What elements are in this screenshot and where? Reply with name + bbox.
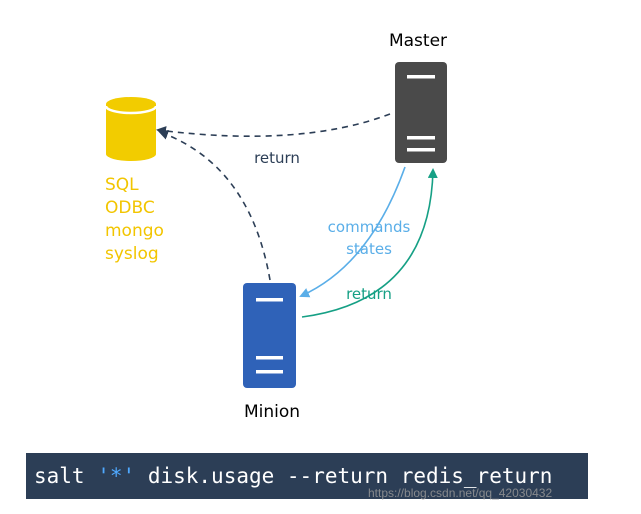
edge-minion-to-master [301,168,438,318]
edge-minion-to-returner [158,130,271,281]
master-title: Master [389,31,447,51]
command-quote-open: ' [97,464,110,488]
master-server-slot-mid [407,136,435,140]
database-icon-top [106,97,156,111]
edge-master-to-minion [299,166,406,298]
master-server-slot-top [407,75,435,79]
edge-commands-label: commands [328,218,411,236]
db-label-mongo: mongo [105,221,164,241]
edge-master-to-returner [156,113,391,137]
minion-title: Minion [244,402,300,422]
command-quote-close: ' [122,464,136,488]
edge-minion-to-master-label: return [346,285,392,303]
command-target: * [109,464,123,488]
command-line: salt '*' disk.usage --return redis_retur… [26,453,588,499]
database-icon [106,104,156,161]
db-label-syslog: syslog [105,244,159,264]
edge-states-label: states [346,240,392,258]
minion-server-slot-bottom [256,370,283,374]
command-prefix: salt [34,464,98,488]
master-node: Master [389,31,447,163]
minion-server-slot-mid [256,356,283,360]
returner-database: SQL ODBC mongo syslog [104,97,164,264]
master-server-slot-bottom [407,148,435,152]
command-rest: disk.usage --return redis_return [135,464,553,488]
watermark: https://blog.csdn.net/qq_42030432 [368,486,553,500]
db-label-sql: SQL [105,175,139,195]
minion-server-slot-top [256,298,283,302]
minion-server-icon [243,283,296,388]
minion-node: Minion [243,283,300,422]
db-label-odbc: ODBC [105,198,155,218]
edge-master-to-returner-label: return [254,149,300,167]
database-icon-rim [104,105,158,115]
